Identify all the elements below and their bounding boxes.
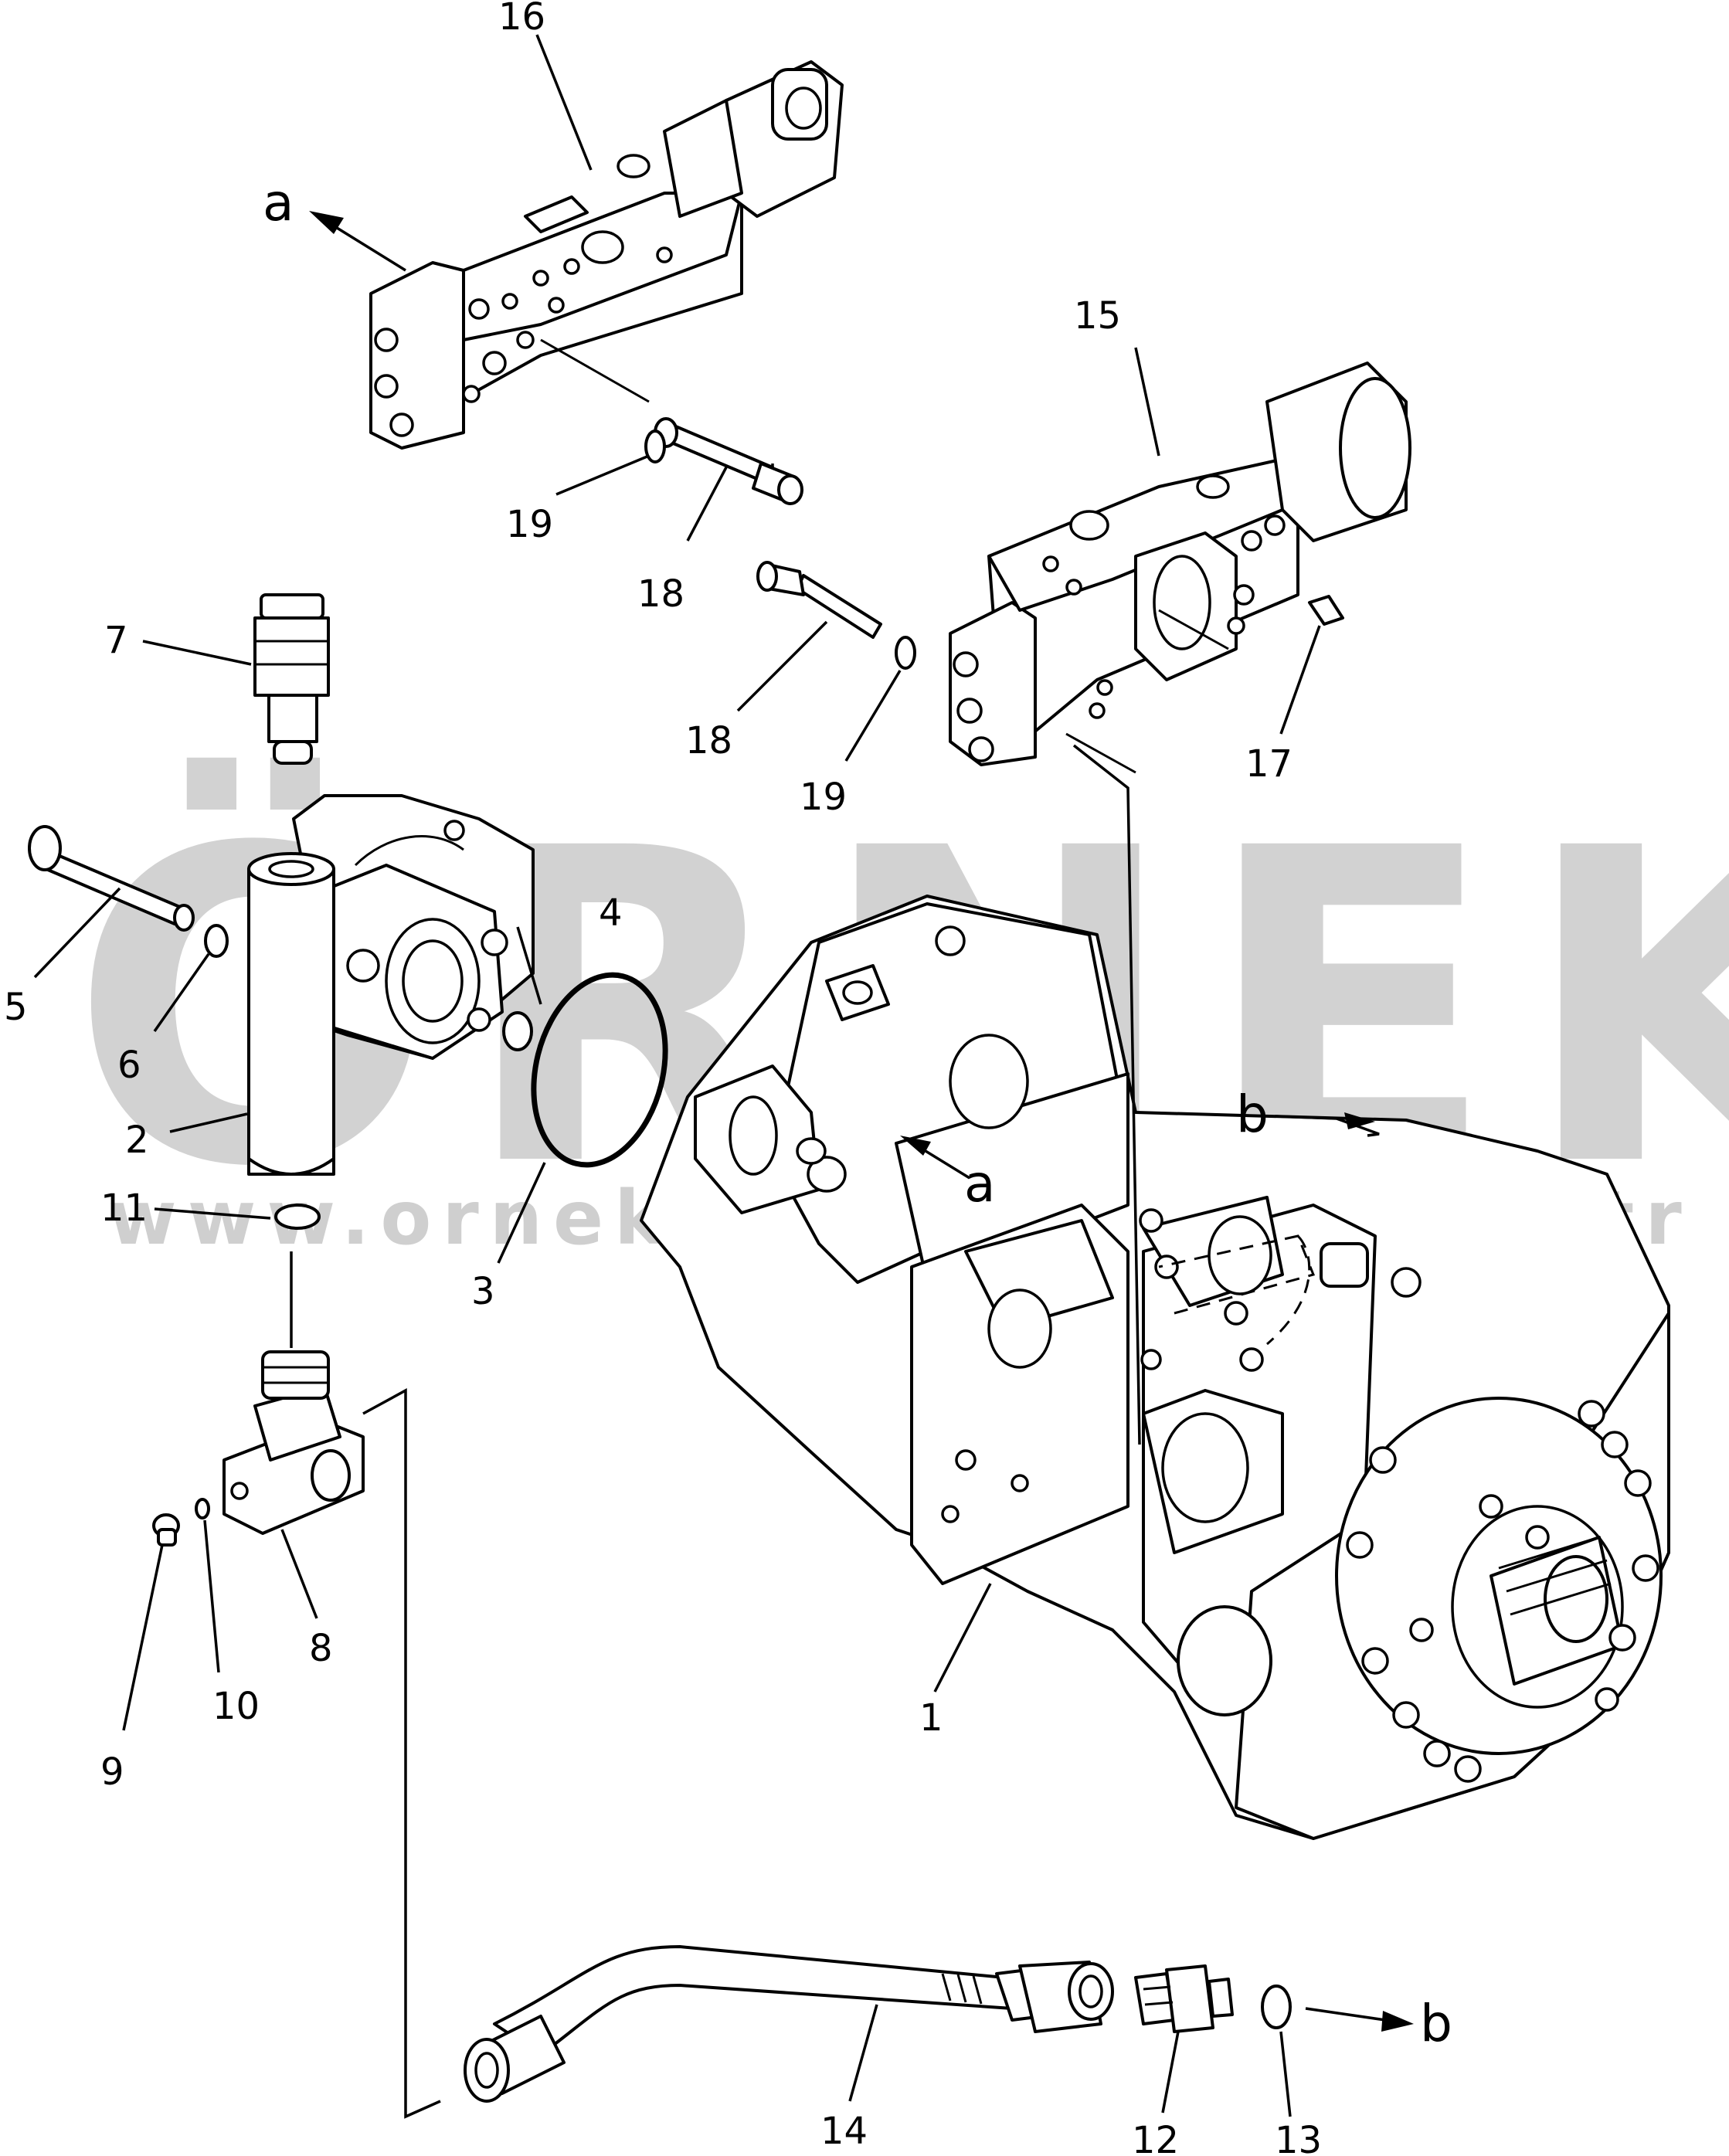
part-19-washer-lower (895, 636, 916, 670)
callout-14: 14 (820, 2110, 868, 2153)
part-4-o-ring (502, 1011, 533, 1051)
part-5-bolt (28, 825, 195, 932)
part-14-hose (464, 1945, 1114, 2103)
part-9-plug (152, 1513, 180, 1547)
part-19-washer-upper (644, 430, 666, 463)
part-12-adapter (1134, 1964, 1234, 2033)
callout-19-lower: 19 (800, 776, 847, 819)
part-10-o-ring (195, 1498, 210, 1519)
part-3-o-ring (531, 972, 668, 1168)
callout-7: 7 (104, 619, 128, 662)
part-18-bolt-upper (654, 417, 803, 505)
callout-10: 10 (212, 1685, 260, 1728)
ref-b-mid: b (1236, 1085, 1269, 1144)
assembly-lines (290, 463, 1141, 2119)
callout-13: 13 (1275, 2119, 1322, 2156)
callout-5: 5 (4, 986, 28, 1029)
callout-6: 6 (117, 1044, 141, 1087)
part-16-valve (369, 60, 844, 450)
callout-4: 4 (599, 891, 623, 935)
callout-11: 11 (100, 1187, 148, 1230)
reference-arrows (309, 211, 1414, 2032)
callout-1: 1 (919, 1696, 943, 1740)
part-17-pin (1308, 595, 1344, 626)
part-18-bolt-lower (756, 561, 882, 639)
callout-18-lower: 18 (685, 719, 732, 762)
ref-b-bottom: b (1420, 1994, 1452, 2053)
part-1-main-pump (640, 895, 1670, 1840)
part-7-cartridge-valve (253, 593, 330, 765)
callout-12: 12 (1132, 2119, 1179, 2156)
callout-9: 9 (100, 1750, 124, 1794)
leader-lines (33, 34, 1321, 2117)
callouts: 16 15 19 18 18 19 17 7 5 6 2 4 3 11 8 9 … (4, 0, 1322, 2156)
callout-3: 3 (471, 1270, 495, 1313)
part-15-valve (949, 362, 1411, 774)
part-8-fitting-block (222, 1350, 365, 1535)
callout-8: 8 (309, 1627, 333, 1670)
part-2-pipe (247, 852, 335, 1176)
ref-a-top: a (263, 173, 294, 233)
callout-18-upper: 18 (637, 572, 684, 616)
part-6-washer (204, 924, 229, 958)
ref-a-mid: a (964, 1154, 995, 1214)
callout-19-upper: 19 (506, 503, 553, 546)
part-11-o-ring (274, 1204, 321, 1230)
reference-letters: a a b b (263, 173, 1452, 2053)
callout-16: 16 (498, 0, 545, 39)
callout-15: 15 (1074, 294, 1121, 338)
callout-17: 17 (1245, 742, 1293, 786)
callout-2: 2 (125, 1119, 149, 1162)
part-13-o-ring (1261, 1985, 1292, 2029)
